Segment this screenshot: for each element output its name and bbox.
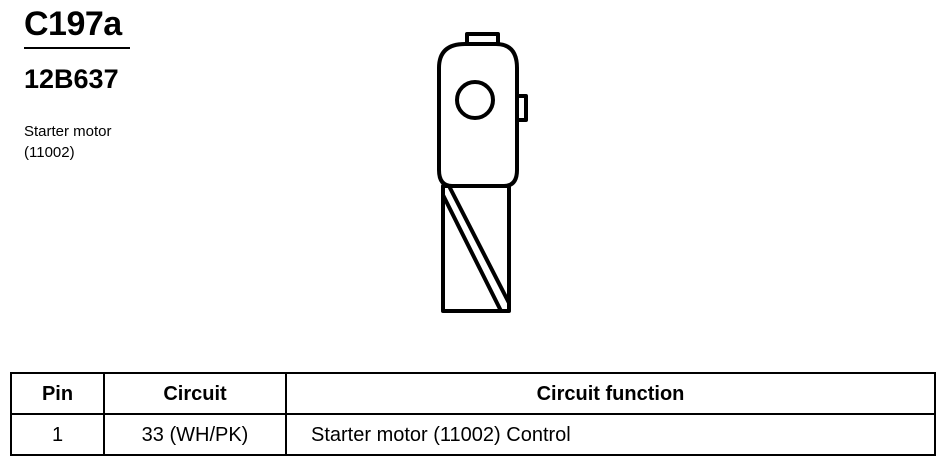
title-divider [24, 47, 130, 49]
connector-body [437, 42, 519, 188]
part-number: 12B637 [24, 64, 119, 94]
cell-circuit-function: Starter motor (11002) Control [285, 413, 936, 456]
wire-stripe-line [441, 194, 503, 312]
table-row: 1 33 (WH/PK) Starter motor (11002) Contr… [10, 413, 936, 456]
header-circuit: Circuit [103, 372, 287, 415]
pin-table: Pin Circuit Circuit function 1 33 (WH/PK… [10, 372, 936, 456]
table-header-row: Pin Circuit Circuit function [10, 372, 936, 415]
wire-stripe-line [447, 185, 511, 304]
connector-top-tab [465, 32, 500, 44]
component-code: (11002) [24, 144, 75, 161]
component-description: Starter motor (11002) [24, 121, 112, 163]
header-circuit-function: Circuit function [285, 372, 936, 415]
connector-id: C197a [24, 5, 122, 43]
wire-sleeve [441, 184, 511, 313]
connector-drawing [437, 32, 528, 313]
header-pin: Pin [10, 372, 105, 415]
connector-side-latch [517, 94, 528, 122]
cell-pin: 1 [10, 413, 105, 456]
component-name: Starter motor [24, 123, 112, 140]
cell-circuit: 33 (WH/PK) [103, 413, 287, 456]
pin-cavity-1 [455, 80, 495, 120]
